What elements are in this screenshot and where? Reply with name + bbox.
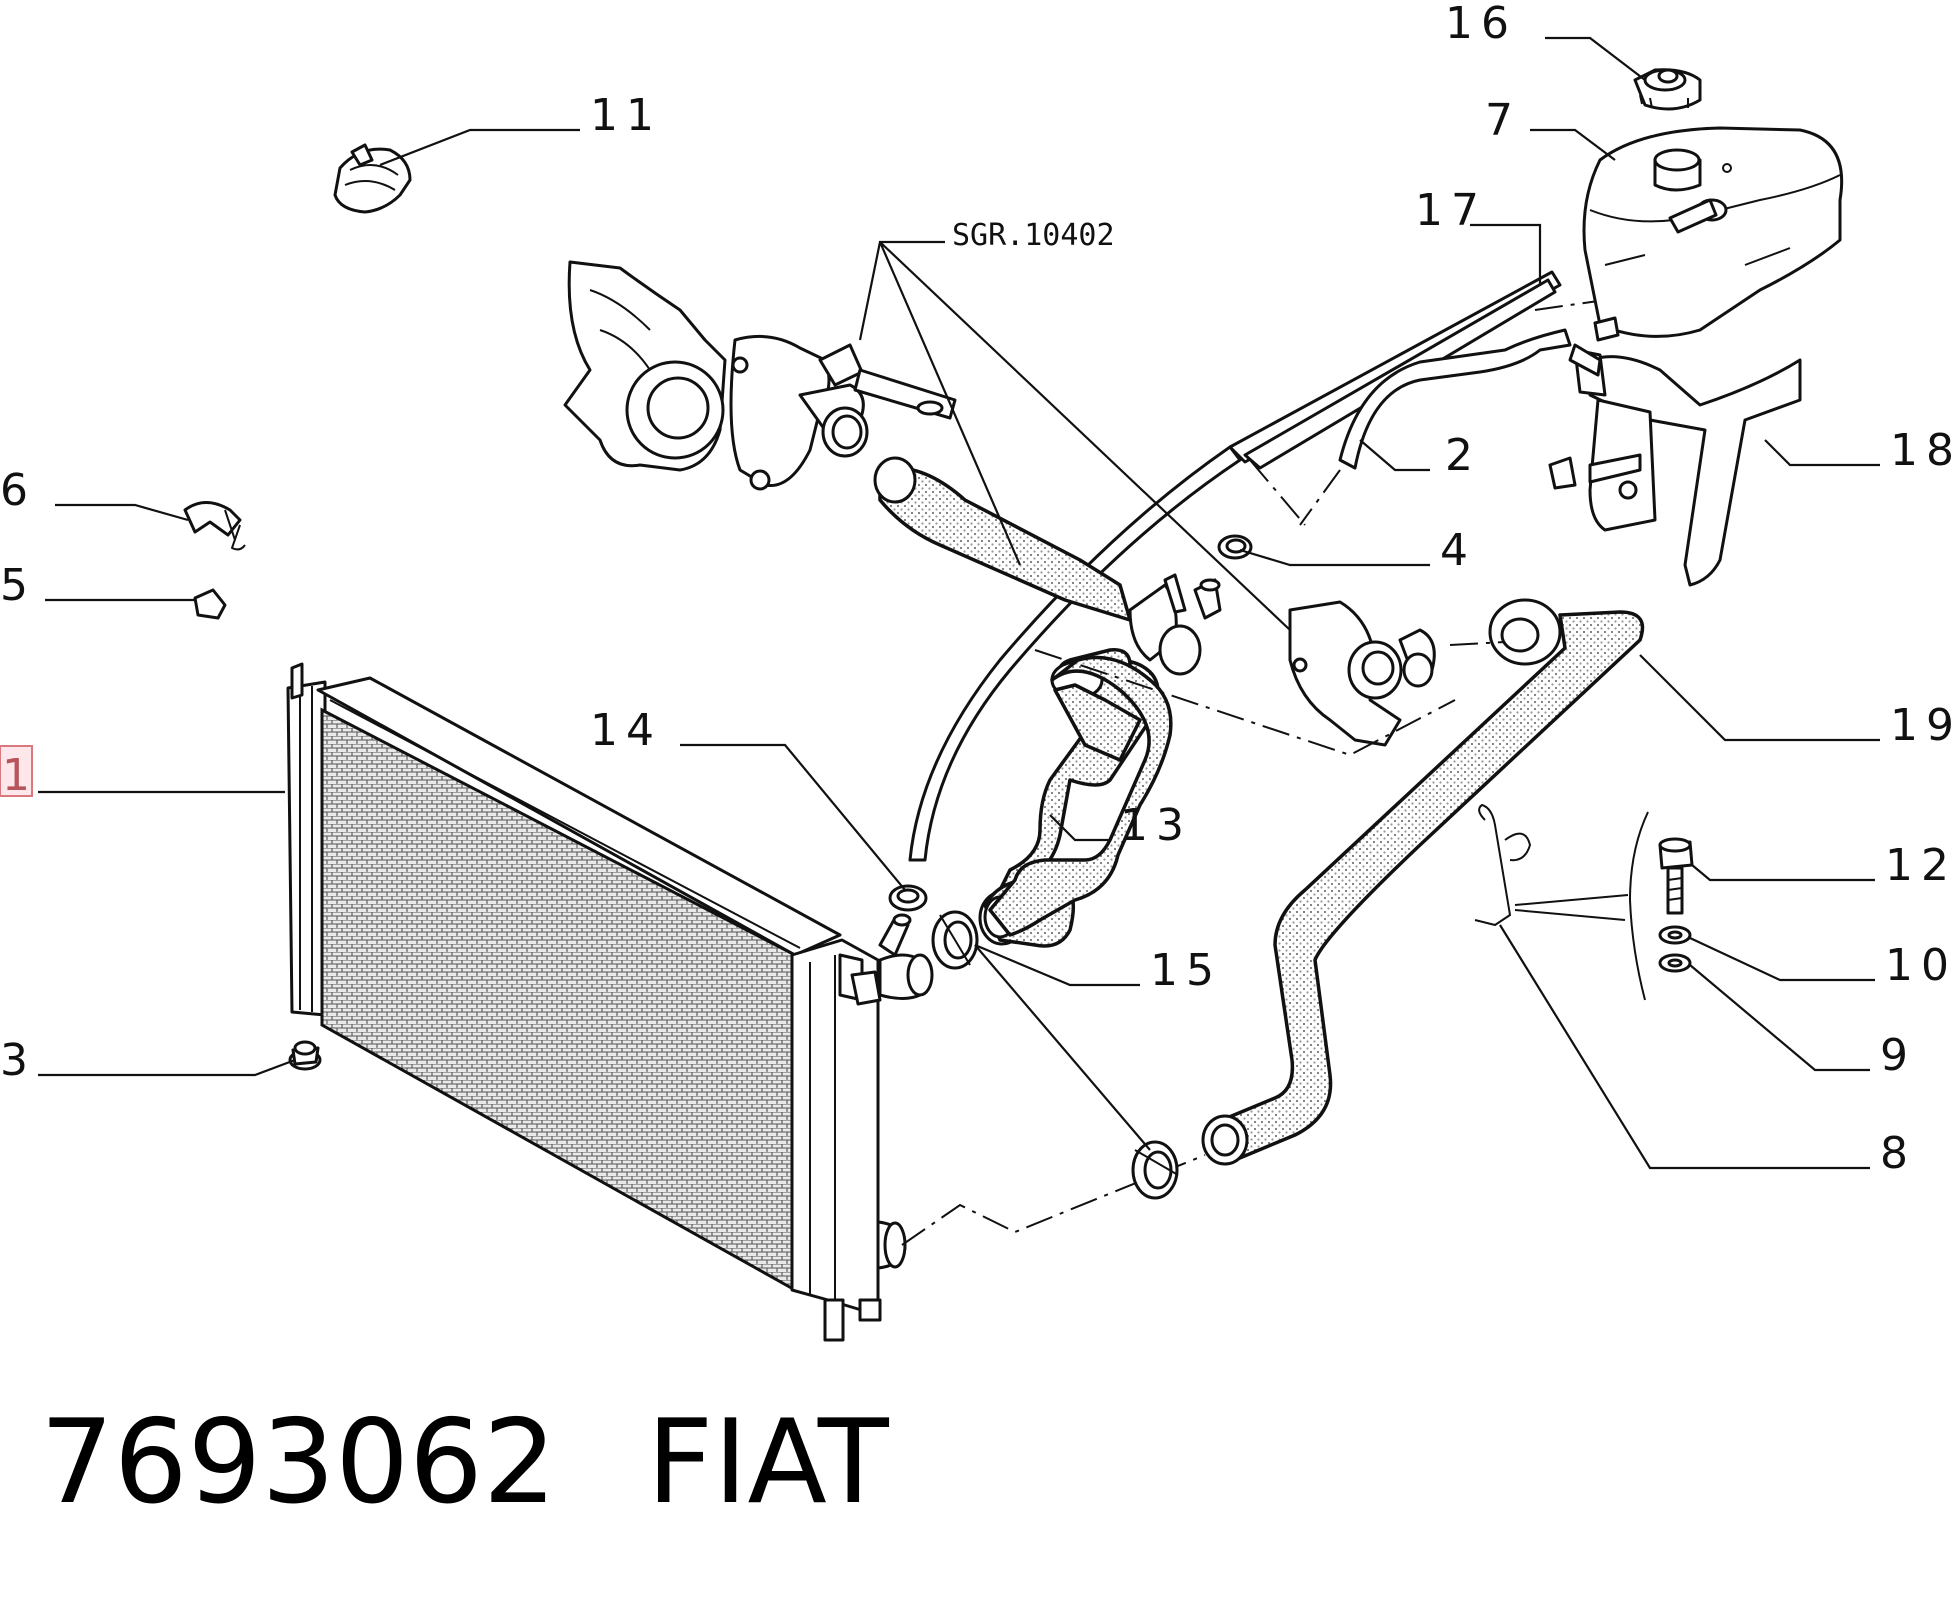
callout-3: 3 bbox=[0, 1035, 36, 1086]
bolt-12 bbox=[1658, 837, 1694, 915]
expansion-tank bbox=[1582, 126, 1844, 342]
hose-2 bbox=[1338, 328, 1572, 470]
callout-8: 8 bbox=[1880, 1128, 1916, 1179]
callout-1-highlight bbox=[0, 745, 33, 797]
clip-5 bbox=[193, 588, 227, 620]
callout-6: 6 bbox=[0, 465, 36, 516]
callout-1: 1 bbox=[2, 750, 38, 801]
radiator bbox=[286, 662, 934, 1342]
washer-9 bbox=[1658, 953, 1692, 973]
coolant-outlet-housing bbox=[1288, 600, 1436, 747]
clamp-15 bbox=[931, 910, 1179, 1200]
callout-13: 13 bbox=[1120, 800, 1192, 851]
callout-16: 16 bbox=[1445, 0, 1517, 49]
washer-10 bbox=[1658, 925, 1692, 945]
part-number: 7693062 bbox=[40, 1395, 557, 1530]
tank-bracket bbox=[1548, 343, 1802, 587]
footer-caption: 7693062 FIAT bbox=[40, 1395, 889, 1545]
callout-9: 9 bbox=[1880, 1030, 1916, 1081]
grommet-3 bbox=[288, 1040, 322, 1071]
hose-19 bbox=[1201, 598, 1645, 1166]
group-bracket bbox=[1514, 811, 1649, 1001]
filler-cap bbox=[1633, 68, 1702, 111]
water-pump-assembly bbox=[563, 260, 957, 491]
clamp-4 bbox=[1217, 534, 1253, 560]
callout-14: 14 bbox=[590, 705, 662, 756]
reference-code: SGR.10402 bbox=[952, 218, 1115, 253]
spring-clip-8 bbox=[1474, 804, 1531, 926]
clip-6 bbox=[183, 501, 246, 551]
callout-7: 7 bbox=[1485, 95, 1521, 146]
callout-10: 10 bbox=[1885, 940, 1954, 991]
clamp-14 bbox=[888, 884, 928, 912]
upper-return-hose bbox=[873, 456, 1132, 622]
callout-5: 5 bbox=[0, 560, 36, 611]
callout-labels: 16 7 11 17 2 18 4 6 5 1 14 13 19 12 15 1… bbox=[0, 0, 1954, 1179]
callout-18: 18 bbox=[1890, 425, 1954, 476]
brand-name: FIAT bbox=[646, 1395, 889, 1530]
callout-2: 2 bbox=[1445, 430, 1481, 481]
callout-17: 17 bbox=[1415, 185, 1487, 236]
callout-4: 4 bbox=[1440, 525, 1476, 576]
thermostat-housing bbox=[1128, 573, 1222, 676]
callout-19: 19 bbox=[1890, 700, 1954, 751]
leader-lines bbox=[38, 36, 1880, 1170]
callout-11: 11 bbox=[590, 90, 662, 141]
clamp-11 bbox=[333, 143, 412, 214]
callout-15: 15 bbox=[1150, 945, 1222, 996]
hose-13-body bbox=[988, 655, 1173, 937]
assembly-lines bbox=[901, 299, 1606, 1246]
callout-12: 12 bbox=[1885, 840, 1954, 891]
